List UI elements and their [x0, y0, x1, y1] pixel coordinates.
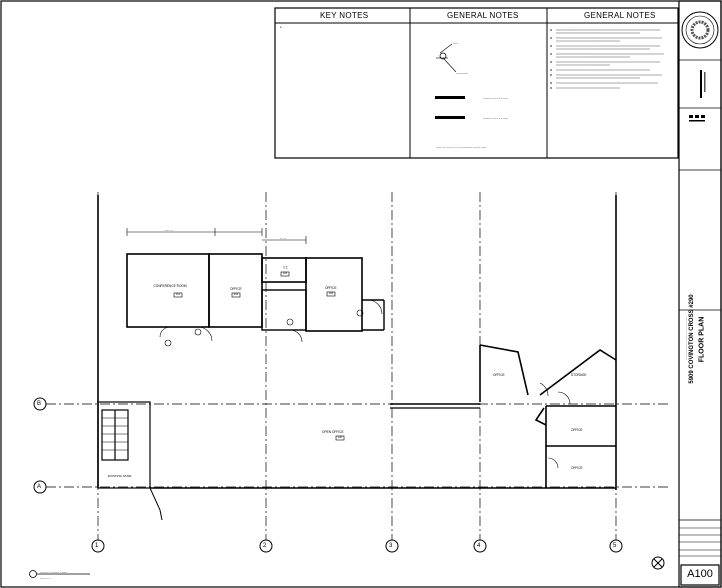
general-note-item: ~~~~~~~~ ~~~~~ ~~~~~ ~~~ ~~ ~~~ ~~~~~~~~… [556, 32, 601, 34]
door-swings [159, 299, 549, 397]
room-open-office-label: OPEN OFFICE [322, 430, 344, 434]
grid-bubble-2 [259, 539, 273, 553]
grid-label-a: A [37, 484, 42, 490]
room-conference-label: CONFERENCE ROOM [153, 284, 187, 288]
firm-logo [689, 70, 706, 122]
drawing-title-marker [29, 570, 90, 578]
dimension-lines [126, 228, 307, 244]
right-offices [479, 344, 617, 488]
general-notes-left-title: GENERAL NOTES [447, 11, 519, 20]
room-stair-label: EXISTING STAIR [108, 474, 132, 478]
grid-bubble-5 [609, 539, 623, 553]
grid-label-5: 5 [613, 543, 617, 549]
sheet-title: FLOOR PLAN [698, 316, 706, 363]
general-note-item: ~~~~~~~~ ~~~~~~~ ~~~ ~~~~~~ ~~~ ~~~~ ~~~… [556, 37, 601, 39]
grid-bubble-b [33, 397, 47, 411]
general-notes-left-footer: ~~~ ~~ ~~~~ ~~ ~~~~~~~~ ~~~~ ~~~ [436, 145, 487, 149]
office-105 [305, 257, 363, 332]
key-notes-title: KEY NOTES [320, 11, 369, 20]
room-office-107-label: OFFICE [571, 466, 583, 470]
room-office-102-tag: 102 [233, 293, 239, 296]
dim-top-left: ~~ - ~ [165, 228, 173, 232]
notes-table [274, 7, 679, 159]
north-arrow-icon [651, 556, 665, 570]
room-office-upper-label: OFFICE [493, 373, 505, 377]
grid-bubble-4 [473, 539, 487, 553]
plan-title-line2: ~~~ ~ ~ [40, 576, 51, 580]
general-note-item: ~~~~~ ~~ ~~~ ~~~~ ~~~~ ~~ ~~~~~ [556, 57, 589, 59]
note-callout-top: ~~~ [453, 41, 459, 45]
room-office-102-label: OFFICE [230, 287, 242, 291]
wall-legend-1 [435, 96, 465, 99]
sheet-number-box [680, 564, 720, 586]
general-notes-right-title: GENERAL NOTES [584, 11, 656, 20]
room-tags [173, 271, 345, 441]
wall-legend-2-text: ~~~~~ ~~~ ~~ ~~~ [483, 116, 509, 120]
general-note-item: ~~~~~~~~ ~~~~ ~~~ ~~~~~~ ~~~ ~~~~~ [556, 52, 593, 54]
general-note-item: ~~~~~ ~~ ~~~~~ ~~~~ ~~ ~~~ ~~~~ [556, 62, 589, 64]
note-symbol-icon [439, 52, 447, 60]
dim-top-right: ~ - ~ [280, 236, 287, 240]
architect-seal-icon [681, 11, 719, 49]
grid-bubble-a [33, 480, 47, 494]
grid-label-3: 3 [389, 543, 393, 549]
plan-title-line1: ~~~~~ ~ ~~~~ ~~~~ [40, 570, 68, 574]
grid-bubbles [33, 397, 623, 553]
room-office-105-label: OFFICE [325, 286, 337, 290]
note-callout-mid: ~~~~~~~ [456, 71, 469, 75]
wall-legend-2 [435, 116, 465, 119]
room-conference-tag: 101 [175, 293, 181, 296]
room-storage-label: STORAGE [571, 373, 587, 377]
room-toilet-tag: 103 [282, 272, 288, 275]
grid-bubble-1 [91, 539, 105, 553]
title-block [678, 0, 722, 588]
grid-label-2: 2 [263, 543, 267, 549]
general-notes-list-lines [556, 29, 664, 89]
floor-plan-drawing [29, 192, 668, 578]
wall-legend-1-text: ~~~~~ ~~~ ~~ ~~~ [483, 96, 509, 100]
existing-stair [97, 401, 151, 489]
project-address: 5909 COVINGTON CROSS #290 [689, 294, 695, 384]
revision-rows [679, 527, 721, 557]
general-notes-list: ~~~~ ~~~ ~~~~ ~~~~~~ ~~~ ~~ ~~~~ ~~~ ~~~… [556, 26, 666, 71]
room-open-office-tag: 106 [337, 436, 343, 439]
room-office-105-tag: 105 [328, 292, 334, 295]
room-office-106-label: OFFICE [571, 428, 583, 432]
grid-label-1: 1 [95, 543, 99, 549]
general-note-item: ~~~~ ~~~ ~~~~ ~~~~~~ ~~~ ~~ ~~~~ ~~~ ~~~… [556, 27, 602, 29]
general-note-item: ~~~~ ~~ ~~~~ ~~~ ~~~ ~~~~ ~~~~~~~~ [556, 47, 593, 49]
room-toilet-label: T.T. [283, 266, 288, 270]
project-city: ~~~~~~~~~ ~~~~~~ ~~~~~ ~~~ [684, 316, 688, 360]
grid-bubble-3 [385, 539, 399, 553]
sheet-number: A100 [687, 568, 713, 580]
key-notes-item: 1 - [280, 25, 284, 29]
general-note-item: ~~~~ ~~ ~~ ~~~~ ~~ ~ ~~~~ ~~~ [556, 67, 586, 69]
general-note-item: ~~~~~ ~~ ~~ ~~~~ ~~~~~~~~ ~~~ ~~~~ ~~~~~… [556, 42, 600, 44]
grid-label-4: 4 [477, 543, 481, 549]
grid-label-b: B [37, 401, 42, 407]
